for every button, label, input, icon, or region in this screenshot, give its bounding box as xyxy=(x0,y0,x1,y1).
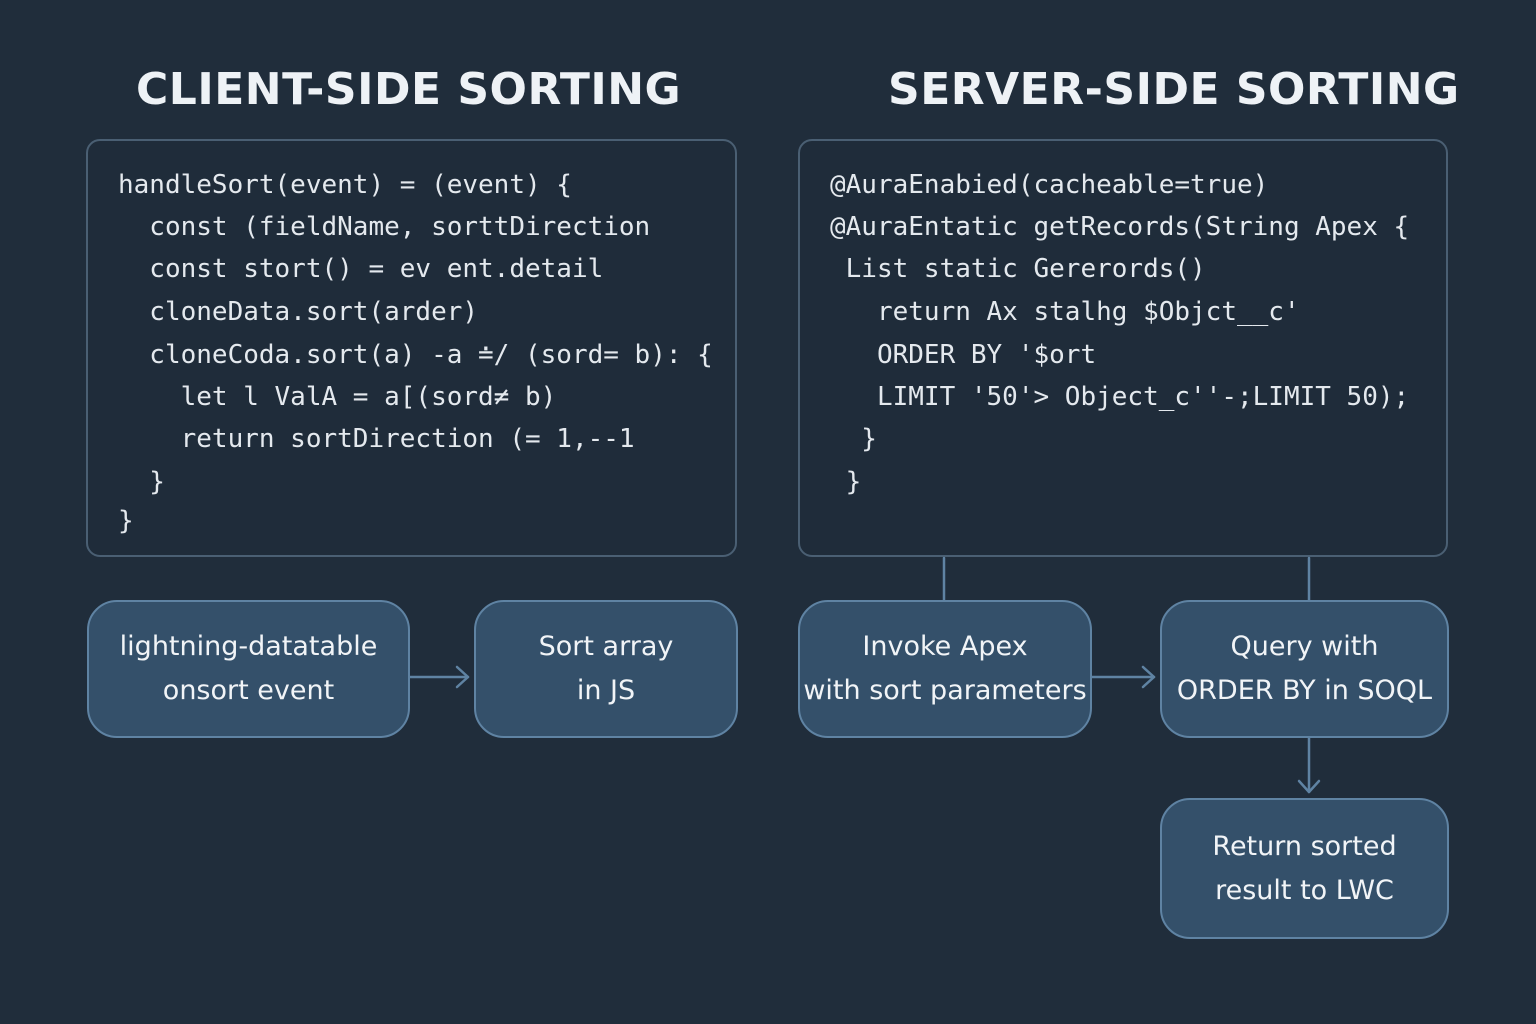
datatable-onsort-node: lightning-datatable onsort event xyxy=(87,600,410,738)
sort-array-js-node: Sort array in JS xyxy=(474,600,738,738)
node-label: Query with xyxy=(1230,631,1379,662)
return-sorted-node: Return sorted result to LWC xyxy=(1160,798,1449,939)
invoke-apex-node: Invoke Apex with sort parameters xyxy=(798,600,1092,738)
code-line: @AuraEntatic getRecords(String Apex { xyxy=(830,212,1410,242)
node-label: Invoke Apex xyxy=(862,631,1028,662)
code-line: handleSort(event) = (event) { xyxy=(118,170,572,200)
node-label: result to LWC xyxy=(1215,874,1394,906)
node-label: onsort event xyxy=(162,675,335,706)
code-line: LIMIT '50'> Object_c''-;LIMIT 50); xyxy=(830,382,1410,412)
node-label: lightning-datatable xyxy=(119,631,378,662)
node-label: with sort parameters xyxy=(803,675,1087,706)
code-line: } xyxy=(830,467,862,497)
node-label: Return sorted xyxy=(1212,830,1397,862)
code-line: cloneCoda.sort(a) -a ≐/ (sord= b): { xyxy=(118,340,713,370)
node-label: in JS xyxy=(576,675,636,706)
code-line: } xyxy=(118,506,134,536)
client-side-title: CLIENT-SIDE SORTING xyxy=(136,64,682,115)
code-line: } xyxy=(830,424,877,454)
code-line: cloneData.sort(arder) xyxy=(118,297,479,327)
code-line: const stort() = ev ent.detail xyxy=(118,254,604,284)
query-order-by-node: Query with ORDER BY in SOQL xyxy=(1160,600,1449,738)
code-line: List static Gererords() xyxy=(830,254,1206,284)
node-label: ORDER BY in SOQL xyxy=(1176,675,1433,706)
server-side-title: SERVER-SIDE SORTING xyxy=(888,64,1460,115)
arrow-head-icon xyxy=(1297,779,1321,794)
code-line: } xyxy=(118,467,165,497)
node-label: Sort array xyxy=(538,631,674,662)
code-line: @AuraEnabied(cacheable=true) xyxy=(830,170,1269,200)
server-code-panel: @AuraEnabied(cacheable=true) @AuraEntati… xyxy=(798,139,1448,557)
code-line: return sortDirection (= 1,--1 xyxy=(118,424,635,454)
code-line: const (fieldName, sorttDirection xyxy=(118,212,651,242)
code-line: return Ax stalhg $Objct__c' xyxy=(830,297,1300,327)
code-line: let l ValA = a[(sord≠ b) xyxy=(118,382,557,412)
client-code-panel: handleSort(event) = (event) { const (fie… xyxy=(86,139,737,557)
arrow-head-icon xyxy=(455,665,470,689)
arrow-head-icon xyxy=(1141,665,1156,689)
code-line: ORDER BY '$ort xyxy=(830,340,1097,370)
